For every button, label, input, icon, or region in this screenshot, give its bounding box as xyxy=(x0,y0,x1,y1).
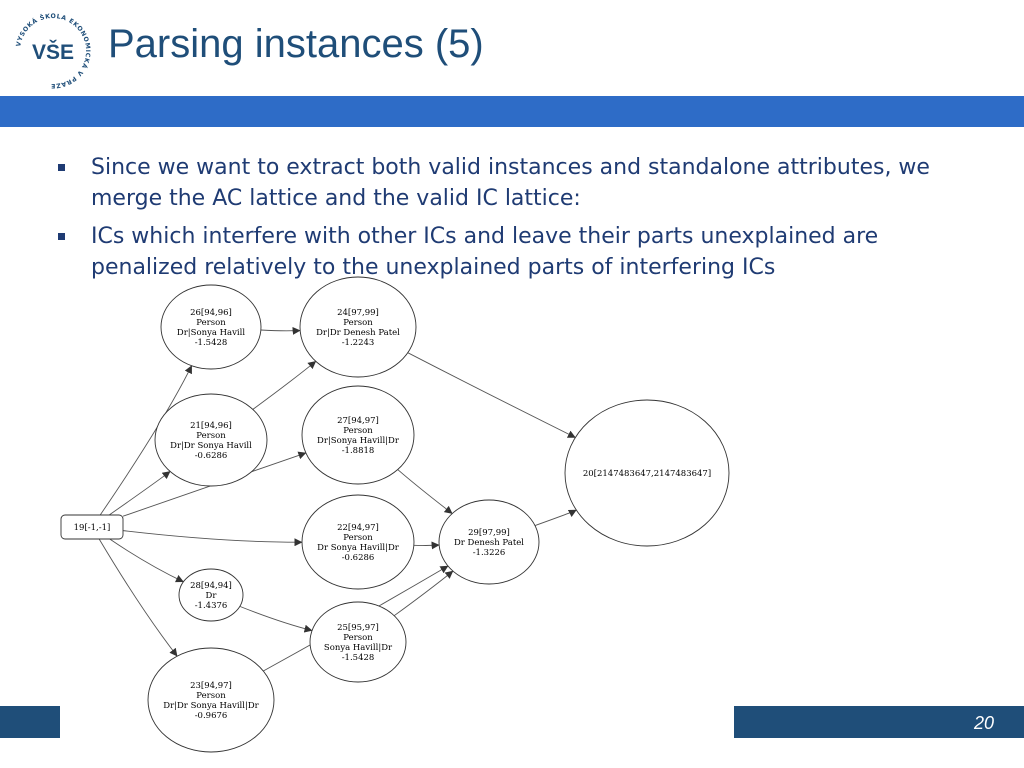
slide-title: Parsing instances (5) xyxy=(108,22,484,66)
bullet-item: ICs which interfere with other ICs and l… xyxy=(58,221,988,283)
edge-n21-n24 xyxy=(252,360,317,410)
node-shape xyxy=(147,647,275,753)
bullet-text: Since we want to extract both valid inst… xyxy=(91,155,930,211)
node-label-line: 21[94,96] xyxy=(190,421,232,431)
node-label-line: -1.4376 xyxy=(195,601,228,611)
bullet-text: ICs which interfere with other ICs and l… xyxy=(91,224,879,280)
node-label-line: 19[-1,-1] xyxy=(74,523,111,533)
square-bullet-icon xyxy=(58,164,65,171)
node-label-line: -1.2243 xyxy=(342,338,375,348)
edge-n28-n25 xyxy=(239,605,313,633)
node-shape xyxy=(438,499,540,585)
node-label-line: 20[2147483647,2147483647] xyxy=(583,469,711,479)
edge-n19-n22 xyxy=(122,530,303,547)
edge-n19-n26 xyxy=(99,365,193,516)
node-shape xyxy=(154,393,268,487)
node-shape xyxy=(178,568,244,622)
edge-n24-n20 xyxy=(407,352,576,438)
node-label-line: Dr Denesh Patel xyxy=(454,538,524,548)
edge-n26-n24 xyxy=(260,326,301,335)
node-label-line: Dr Sonya Havill|Dr xyxy=(317,543,400,553)
node-label-line: -1.8818 xyxy=(342,446,375,456)
node-shape xyxy=(309,601,407,683)
node-label-line: Dr|Dr Sonya Havill xyxy=(170,441,252,451)
node-shape xyxy=(564,399,730,547)
node-label-line: Dr|Dr Denesh Patel xyxy=(316,328,400,338)
edge-n29-n20 xyxy=(534,509,577,526)
node-label-line: 23[94,97] xyxy=(190,681,232,691)
edge-n19-n23 xyxy=(98,538,178,657)
node-label-line: Person xyxy=(196,431,226,441)
node-label-line: Person xyxy=(343,426,373,436)
square-bullet-icon xyxy=(58,233,65,240)
node-label-line: 22[94,97] xyxy=(337,523,379,533)
node-label-line: Dr|Dr Sonya Havill|Dr xyxy=(163,701,259,711)
node-label-line: -1.3226 xyxy=(473,548,506,558)
edge-n22-n29 xyxy=(413,541,440,550)
node-label-line: 25[95,97] xyxy=(337,623,379,633)
edge-n19-n21 xyxy=(108,471,171,516)
edge-n19-n28 xyxy=(109,538,184,583)
node-label-line: 28[94,94] xyxy=(190,581,232,591)
node-shape xyxy=(299,276,417,378)
node-label-line: -0.9676 xyxy=(195,711,228,721)
bullet-list: Since we want to extract both valid inst… xyxy=(58,152,988,290)
node-label-line: Sonya Havill|Dr xyxy=(324,643,393,653)
node-label-line: 26[94,96] xyxy=(190,308,232,318)
node-shape xyxy=(301,494,415,590)
header-bar xyxy=(0,96,1024,127)
node-label-line: Dr|Sonya Havill|Dr xyxy=(317,436,400,446)
logo-text: VŠE xyxy=(32,40,74,64)
node-label-line: Person xyxy=(343,633,373,643)
node-label-line: Person xyxy=(196,318,226,328)
node-28: 28[94,94]Dr-1.4376 xyxy=(178,568,244,622)
node-label-line: Dr xyxy=(206,591,218,601)
node-label-line: Person xyxy=(196,691,226,701)
node-20: 20[2147483647,2147483647] xyxy=(564,399,730,547)
node-label-line: Dr|Sonya Havill xyxy=(177,328,245,338)
node-label-line: -0.6286 xyxy=(195,451,228,461)
node-label-line: 29[97,99] xyxy=(468,528,510,538)
edge-n27-n29 xyxy=(397,469,453,514)
node-shape xyxy=(60,514,124,540)
bullet-item: Since we want to extract both valid inst… xyxy=(58,152,988,214)
node-label-line: -1.5428 xyxy=(342,653,375,663)
footer-bar-left xyxy=(0,706,60,738)
page-number: 20 xyxy=(973,713,994,733)
node-label-line: Person xyxy=(343,533,373,543)
footer-bar-right xyxy=(734,706,1024,738)
node-19: 19[-1,-1] xyxy=(60,514,124,540)
vse-logo: VYSOKÁ ŠKOLA EKONOMICKÁ V PRAZE VŠE xyxy=(15,12,90,89)
node-label-line: 24[97,99] xyxy=(337,308,379,318)
node-label-line: 27[94,97] xyxy=(337,416,379,426)
node-label-line: -1.5428 xyxy=(195,338,228,348)
node-shape xyxy=(160,284,262,370)
node-29: 29[97,99]Dr Denesh Patel-1.3226 xyxy=(438,499,540,585)
edge-n25-n29 xyxy=(393,570,454,617)
node-label-line: -0.6286 xyxy=(342,553,375,563)
node-label-line: Person xyxy=(343,318,373,328)
node-shape xyxy=(301,385,415,485)
